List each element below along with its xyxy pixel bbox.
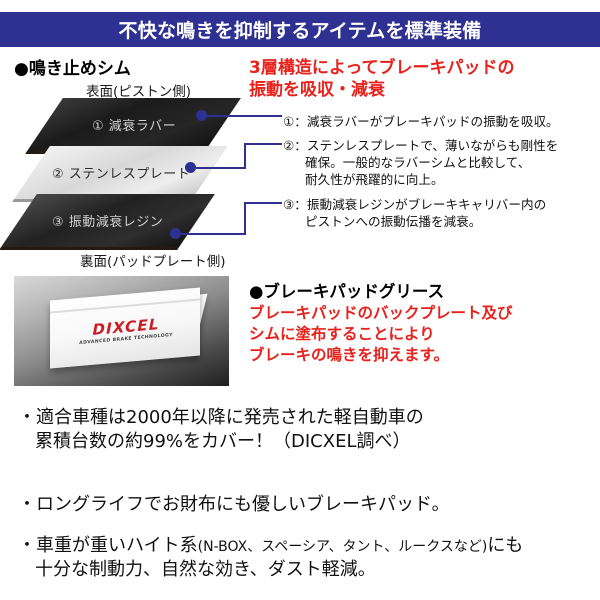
feature-bullet-3-models: (N-BOX、スペーシア、タント、ルークスなど): [197, 539, 488, 555]
explanation-item-1: ①：減衰ラバーがブレーキパッドの振動を吸収。: [283, 113, 595, 130]
three-layer-red-heading: 3層構造によってブレーキパッドの 振動を吸収・減衰: [249, 58, 594, 102]
feature-bullet-1-line-1: 適合車種は2000年以降に発売された軽自動車の: [36, 407, 424, 428]
callout-line-3-horizontal-lower: [181, 233, 246, 235]
header-banner: 不快な鳴きを抑制するアイテムを標準装備: [0, 12, 600, 47]
explanation-item-3: ③：振動減衰レジンがブレーキキャリバー内の ピストンへの振動伝播を減衰。: [283, 196, 595, 230]
shim-layer-2-label: ② ステンレスプレート: [51, 167, 191, 182]
explanation-item-2-line-1: ステンレスプレートで、薄いながらも剛性を: [306, 138, 559, 153]
feature-bullet-1-line-2: 累積台数の約99%をカバー！（DICXEL調べ）: [35, 430, 411, 452]
explanation-item-1-line-1: 減衰ラバーがブレーキパッドの振動を吸収。: [306, 114, 559, 129]
explanation-item-3-label: ③：: [283, 197, 307, 212]
callout-line-2-horizontal-upper: [244, 143, 282, 145]
shim-section-heading: ●鳴き止めシム: [14, 59, 131, 79]
red-heading-line-1: 3層構造によってブレーキパッドの: [249, 58, 515, 78]
feature-bullet-1: ・適合車種は2000年以降に発売された軽自動車の 累積台数の約99%をカバー！（…: [18, 406, 588, 454]
shim-bottom-face-label: 裏面(パッドプレート側): [80, 254, 226, 270]
grease-body-line-3: ブレーキの鳴きを抑えます。: [249, 345, 449, 364]
feature-bullet-3-line-2: 十分な制動力、自然な効き、ダスト軽減。: [35, 558, 376, 580]
shim-layer-1-label: ① 減衰ラバー: [91, 119, 177, 134]
explanation-item-2: ②：ステンレスプレートで、薄いながらも剛性を 確保。一般的なラバーシムと比較して…: [283, 137, 595, 188]
explanation-item-2-line-2: 確保。一般的なラバーシムと比較して、: [305, 155, 531, 170]
grease-section-heading: ●ブレーキパッドグリース: [249, 282, 445, 301]
explanation-item-3-line-2: ピストンへの振動伝播を減衰。: [305, 214, 482, 229]
callout-line-3-horizontal-upper: [244, 202, 282, 204]
callout-dot-1: [196, 110, 207, 121]
feature-bullet-2-marker: ・: [18, 494, 36, 515]
page-title: 不快な鳴きを抑制するアイテムを標準装備: [118, 20, 482, 42]
callout-line-2-vertical: [244, 143, 246, 169]
explanation-item-3-line-1: 振動減衰レジンがブレーキキャリバー内の: [306, 197, 547, 212]
callout-line-3-vertical: [244, 202, 246, 235]
grease-body-line-1: ブレーキパッドのバックプレート及び: [249, 304, 513, 322]
explanation-item-2-line-3: 耐久性が飛躍的に向上。: [305, 172, 444, 187]
grease-body-line-2: シムに塗布することにより: [249, 324, 435, 343]
shim-layer-3-label: ③ 振動減衰レジン: [52, 215, 164, 230]
feature-bullet-3: ・車重が重いハイト系(N-BOX、スペーシア、タント、ルークスなど)にも 十分な…: [18, 534, 588, 582]
feature-bullet-3-line-1-b: にも: [487, 535, 524, 556]
shim-top-face-label: 表面(ピストン側): [86, 84, 192, 100]
feature-bullet-1-marker: ・: [18, 407, 36, 428]
explanation-item-1-label: ①：: [283, 114, 307, 129]
feature-bullet-3-marker: ・: [18, 535, 36, 556]
grease-product-photo: DIXCEL ADVANCED BRAKE TECHNOLOGY: [14, 276, 229, 386]
red-heading-line-2: 振動を吸収・減衰: [249, 79, 385, 100]
callout-line-2-horizontal-lower: [196, 167, 246, 169]
feature-bullet-3-line-1-a: 車重が重いハイト系: [36, 535, 198, 556]
feature-bullet-2: ・ロングライフでお財布にも優しいブレーキパッド。: [18, 493, 588, 517]
feature-bullet-2-line-1: ロングライフでお財布にも優しいブレーキパッド。: [36, 494, 450, 515]
shim-layer-vibration-resin: ③ 振動減衰レジン: [0, 194, 215, 250]
grease-section-body: ブレーキパッドのバックプレート及び シムに塗布することにより ブレーキの鳴きを抑…: [249, 303, 594, 366]
explanation-item-2-label: ②：: [283, 138, 307, 153]
callout-dot-3: [170, 228, 181, 239]
callout-line-1: [207, 115, 282, 117]
callout-dot-2: [185, 162, 196, 173]
